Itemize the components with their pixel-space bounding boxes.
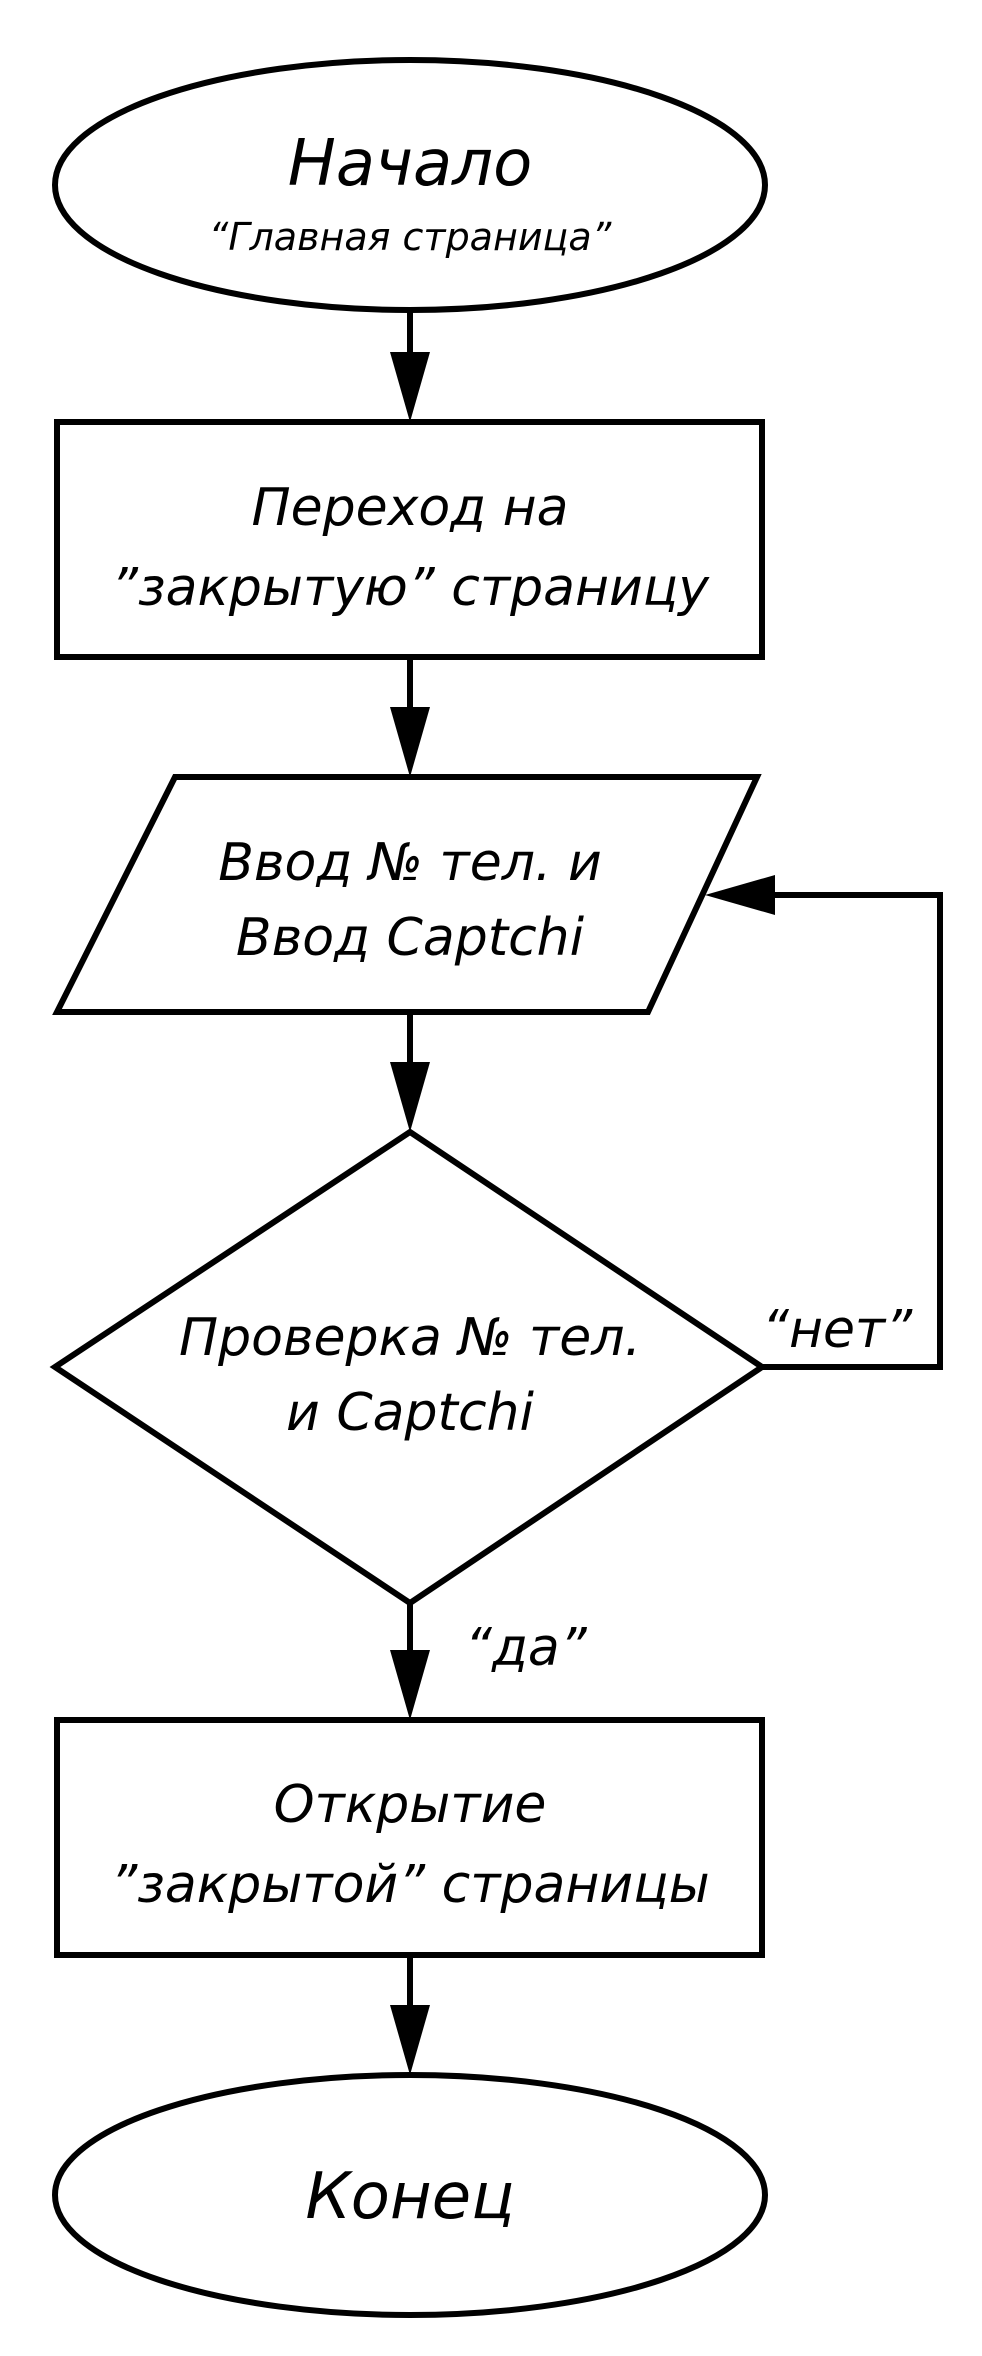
transition-node: Переход на ”закрытую” страницу: [54, 419, 765, 660]
arrow-no-loop: [705, 875, 943, 1370]
no-label: “нет”: [762, 1300, 913, 1360]
check-line-1: Проверка № тел.: [179, 1308, 641, 1368]
start-subtitle: “Главная страница”: [209, 215, 612, 259]
open-page-line-2: ”закрытой” страницы: [110, 1855, 709, 1915]
input-line-1: Ввод № тел. и: [218, 833, 602, 893]
transition-line-1: Переход на: [251, 478, 568, 538]
input-node: Ввод № тел. и Ввод Captchi: [52, 774, 762, 1015]
end-node: Конец: [52, 2072, 768, 2318]
arrow-input-to-check: [390, 1012, 430, 1132]
arrow-transition-to-input: [390, 657, 430, 777]
open-page-node: Открытие ”закрытой” страницы: [54, 1717, 765, 1958]
transition-line-2: ”закрытую” страницу: [111, 558, 710, 618]
yes-label: “да”: [465, 1618, 588, 1678]
open-page-line-1: Открытие: [274, 1775, 547, 1835]
start-node: Начало “Главная страница”: [52, 57, 768, 313]
check-node: Проверка № тел. и Captchi: [49, 1128, 768, 1607]
start-title: Начало: [288, 127, 532, 201]
end-title: Конец: [305, 2160, 514, 2234]
arrow-check-to-open: [390, 1603, 430, 1720]
arrow-open-to-end: [390, 1955, 430, 2075]
check-line-2: и Captchi: [286, 1383, 534, 1443]
arrow-start-to-transition: [390, 310, 430, 422]
input-line-2: Ввод Captchi: [236, 908, 585, 968]
